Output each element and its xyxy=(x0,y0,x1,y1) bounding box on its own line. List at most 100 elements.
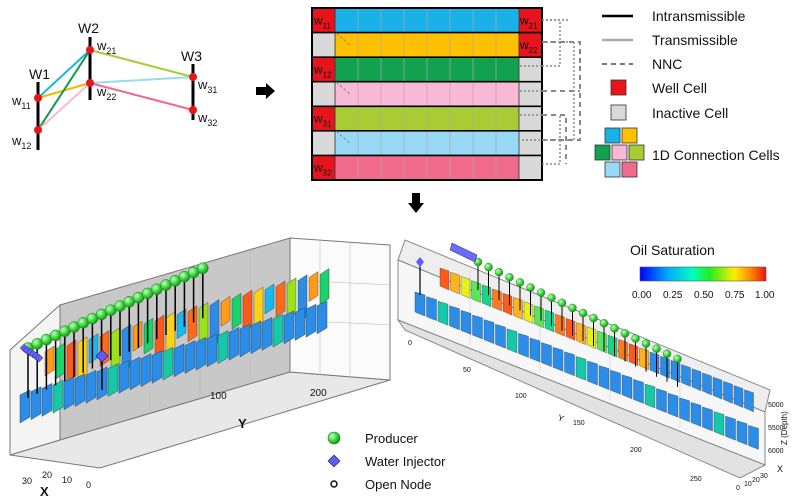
legend-label-transmissible: Transmissible xyxy=(652,32,738,48)
arrow-down-icon xyxy=(408,193,424,213)
left-aquifer-slab xyxy=(129,356,141,391)
right-producer-icon xyxy=(589,313,598,323)
connection-w12-w21 xyxy=(37,49,91,131)
right-aquifer-slab xyxy=(564,351,575,377)
producer-icon xyxy=(327,431,341,445)
right-aquifer-slab xyxy=(437,300,449,326)
left-x-tick-20: 20 xyxy=(42,470,52,480)
right-reservoir-slab xyxy=(502,292,513,316)
right-aquifer-slab xyxy=(644,383,656,409)
right-z-tick-5500: 5500 xyxy=(768,425,784,432)
right-producer-icon xyxy=(505,273,514,282)
left-reservoir-slab xyxy=(143,317,154,355)
well-schematic: W1 W2 W3 w11 w12 w21 w22 w31 w32 xyxy=(11,20,217,151)
right-y-tick-50: 50 xyxy=(463,367,471,374)
grid-inactive-cell xyxy=(311,81,336,107)
right-aquifer-slab xyxy=(529,337,541,363)
right-producer-icon xyxy=(662,349,672,358)
right-aquifer-slab xyxy=(725,415,736,441)
node-label-w11: w11 xyxy=(11,93,31,111)
right-aquifer-slab xyxy=(518,333,529,358)
right-reservoir-slab xyxy=(450,271,460,295)
left-x-axis-label: X xyxy=(40,484,49,498)
legend-label-inactive-cell: Inactive Cell xyxy=(652,105,728,121)
node-w12 xyxy=(34,126,42,134)
right-x-tick-20: 20 xyxy=(752,477,760,484)
left-reservoir-slab xyxy=(264,283,275,315)
right-aquifer-slab xyxy=(483,319,495,344)
grid-inactive-cell xyxy=(311,130,336,156)
left-aquifer-slab xyxy=(250,320,262,355)
node-w22 xyxy=(86,79,94,87)
node-label-w21: w21 xyxy=(96,38,116,56)
right-3d-plot: 0 50 100 150 200 250 Y 5000 5500 6000 Z … xyxy=(396,239,789,492)
left-x-tick-30: 30 xyxy=(22,476,32,486)
node-w11 xyxy=(34,94,42,102)
well-label-w1: W1 xyxy=(29,66,50,82)
left-aquifer-slab xyxy=(162,346,174,381)
left-reservoir-slab xyxy=(275,280,286,318)
right-aquifer-slab xyxy=(690,402,702,427)
left-reservoir-slab xyxy=(220,296,231,327)
left-aquifer-slab xyxy=(173,343,185,378)
right-aquifer-slab xyxy=(656,388,667,413)
right-aquifer-slab xyxy=(552,346,564,372)
right-aquifer-slab xyxy=(736,420,748,446)
connection-w21-w31 xyxy=(89,49,194,78)
left-reservoir-slab xyxy=(110,327,121,370)
colorbar-gradient xyxy=(639,266,767,282)
right-reservoir-slab xyxy=(544,309,555,333)
right-z-tick-5000: 5000 xyxy=(768,402,784,409)
right-x-tick-30: 30 xyxy=(760,473,768,480)
left-aquifer-slab xyxy=(41,383,53,417)
right-aquifer-slab xyxy=(621,374,633,400)
right-reservoir-slab xyxy=(565,318,576,341)
injector-legend-icon xyxy=(327,454,341,468)
left-aquifer-slab xyxy=(52,379,64,414)
left-reservoir-slab xyxy=(44,345,55,377)
right-aquifer-slab xyxy=(460,310,472,335)
water-injector-icon xyxy=(95,349,109,363)
right-reservoir-slab xyxy=(586,326,597,350)
open-node-icon xyxy=(330,480,338,488)
left-reservoir-slab xyxy=(308,271,319,302)
grid-cell-label: w32 xyxy=(313,161,332,178)
left-aquifer-slab xyxy=(239,323,251,358)
colorbar-tick-25: 0.25 xyxy=(663,290,683,301)
right-aquifer-slab xyxy=(587,360,598,386)
colorbar-tick-50: 0.50 xyxy=(694,290,714,301)
right-aquifer-slab xyxy=(679,397,690,423)
right-reservoir-slab xyxy=(471,280,481,303)
right-reservoir-slab xyxy=(555,313,565,337)
grid-cell-label: w11 xyxy=(313,13,332,30)
right-reservoir-slab xyxy=(460,276,471,299)
left-plot-end-wall xyxy=(9,303,61,456)
right-reservoir-slab xyxy=(723,381,733,404)
right-aquifer-slab xyxy=(702,406,713,432)
left-aquifer-slab xyxy=(206,333,218,368)
right-plot-floor xyxy=(396,318,767,479)
right-producer-icon xyxy=(515,278,525,287)
left-aquifer-slab xyxy=(63,376,75,411)
right-reservoir-slab xyxy=(576,322,586,345)
connection-w22-w32 xyxy=(89,82,194,111)
right-aquifer-slab xyxy=(495,323,506,349)
left-aquifer-slab xyxy=(272,313,284,348)
left-aquifer-slab xyxy=(228,326,240,361)
left-aquifer-slab xyxy=(118,359,130,394)
left-aquifer-slab xyxy=(85,369,97,404)
right-aquifer-slab xyxy=(667,392,679,418)
right-producer-icon xyxy=(599,319,609,328)
colorbar-tick-75: 0.75 xyxy=(725,290,745,301)
right-y-tick-250: 250 xyxy=(690,476,702,483)
colorbar-title: Oil Saturation xyxy=(630,242,715,258)
right-y-tick-200: 200 xyxy=(630,447,642,454)
left-aquifer-slab xyxy=(30,386,42,421)
grid-inactive-cell xyxy=(518,130,543,156)
right-reservoir-slab xyxy=(649,351,660,375)
producer-icon xyxy=(197,262,209,274)
legend-swatch-well-cell xyxy=(610,79,627,96)
left-reservoir-slab xyxy=(55,342,66,380)
node-w32 xyxy=(189,106,197,114)
left-aquifer-slab xyxy=(19,389,31,424)
